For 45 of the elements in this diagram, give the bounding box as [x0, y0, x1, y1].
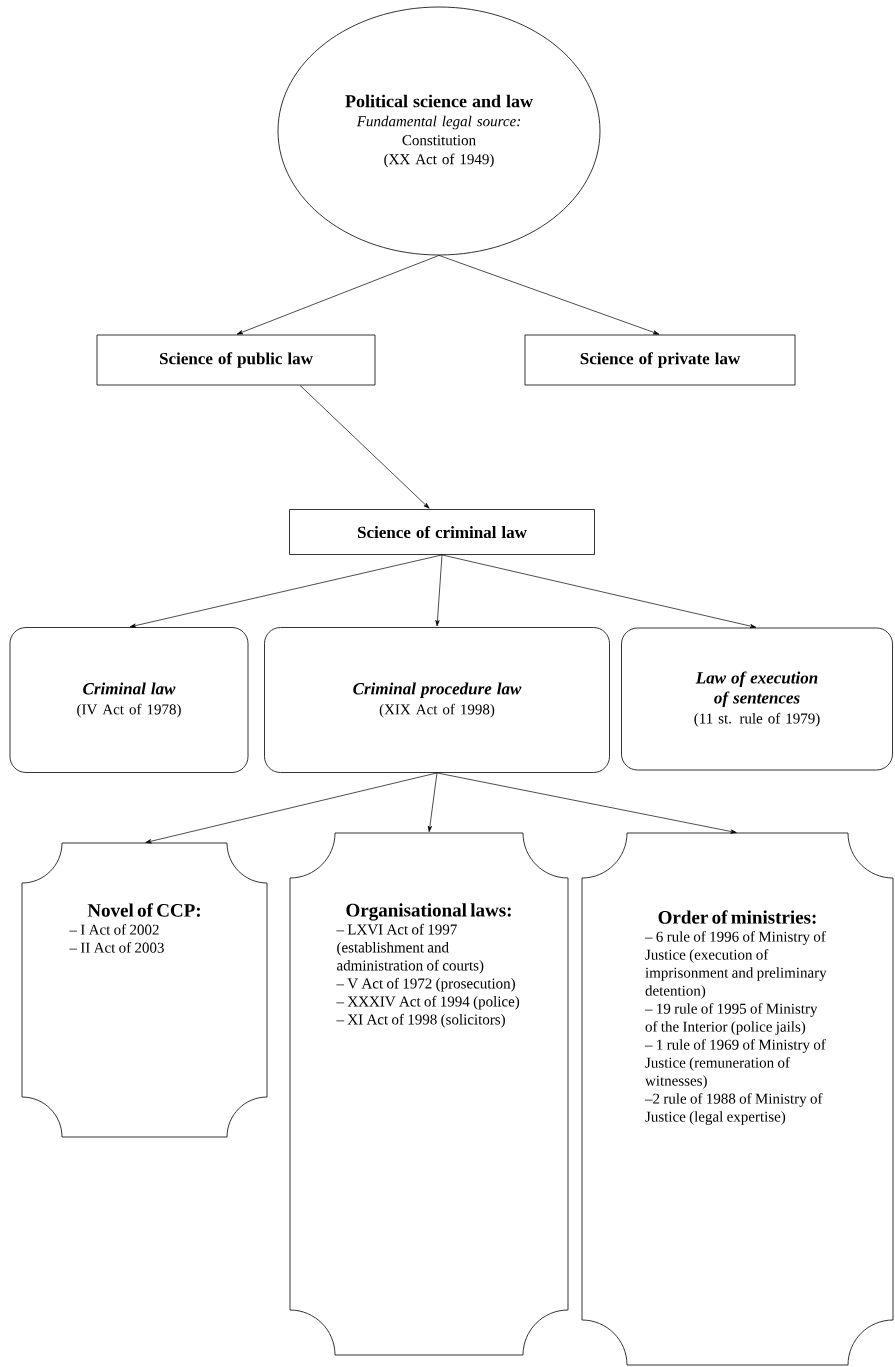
list-item: – I Act of 2002 [69, 924, 159, 935]
act-reference: (XIX Act of 1998) [379, 703, 495, 718]
box [524, 334, 796, 386]
source-text: (XX Act of 1949) [384, 153, 494, 168]
arrow [427, 772, 438, 832]
notched-box [581, 832, 894, 1366]
act-reference: (IV Act of 1978) [77, 703, 181, 718]
box [96, 334, 376, 386]
arrow [441, 554, 757, 629]
list-item: – II Act of 2003 [69, 942, 164, 953]
list-item: – XI Act of 1998 (solicitors) [336, 1013, 505, 1028]
arrow [435, 554, 443, 627]
list-item: – 1 rule of 1969 of Ministry of Justice (remuneration of witnesses) [644, 1039, 826, 1089]
rounded-box [621, 627, 893, 771]
arrow [236, 255, 440, 335]
box [289, 509, 595, 555]
arrow [129, 554, 443, 628]
list-item: – V Act of 1972 (prosecution) [336, 977, 515, 992]
heading: Science of public law [160, 352, 313, 368]
arrow [436, 772, 737, 834]
rounded-box [9, 627, 249, 773]
list-item: – XXXIV Act of 1994 (police) [336, 995, 520, 1010]
notched-box [289, 832, 569, 1356]
heading: Criminal procedure law [353, 682, 522, 698]
list-item: – 19 rule of 1995 of Ministry of the Interior (police jails) [644, 1003, 818, 1035]
list-item: –2 rule of 1988 of Ministry of Justice (legal expertise) [644, 1093, 823, 1125]
rounded-box [264, 627, 610, 773]
arrow [438, 255, 660, 335]
arrow [299, 385, 430, 509]
list-item: – LXVI Act of 1997 (establishment and administration of courts) [336, 923, 484, 974]
ellipse-node [277, 6, 601, 256]
source-text: Constitution [402, 135, 476, 146]
heading: Law of execution of sentences [695, 671, 818, 707]
heading: Political science and law [345, 94, 533, 108]
heading: Novel of CCP: [87, 903, 200, 917]
arrow [145, 772, 438, 844]
heading: Organisational laws: [346, 903, 511, 921]
heading: Criminal law [83, 682, 176, 695]
heading: Order of ministries: [658, 910, 816, 924]
act-reference: (11 st. rule of 1979) [694, 712, 820, 727]
notched-box [21, 842, 268, 1138]
subheading: Fundamental legal source: [356, 115, 521, 130]
heading: Science of criminal law [358, 525, 527, 539]
heading: Science of private law [580, 352, 741, 368]
list-item: – 6 rule of 1996 of Ministry of Justice (execution of imprisonment and preliminary detention) [644, 931, 827, 999]
